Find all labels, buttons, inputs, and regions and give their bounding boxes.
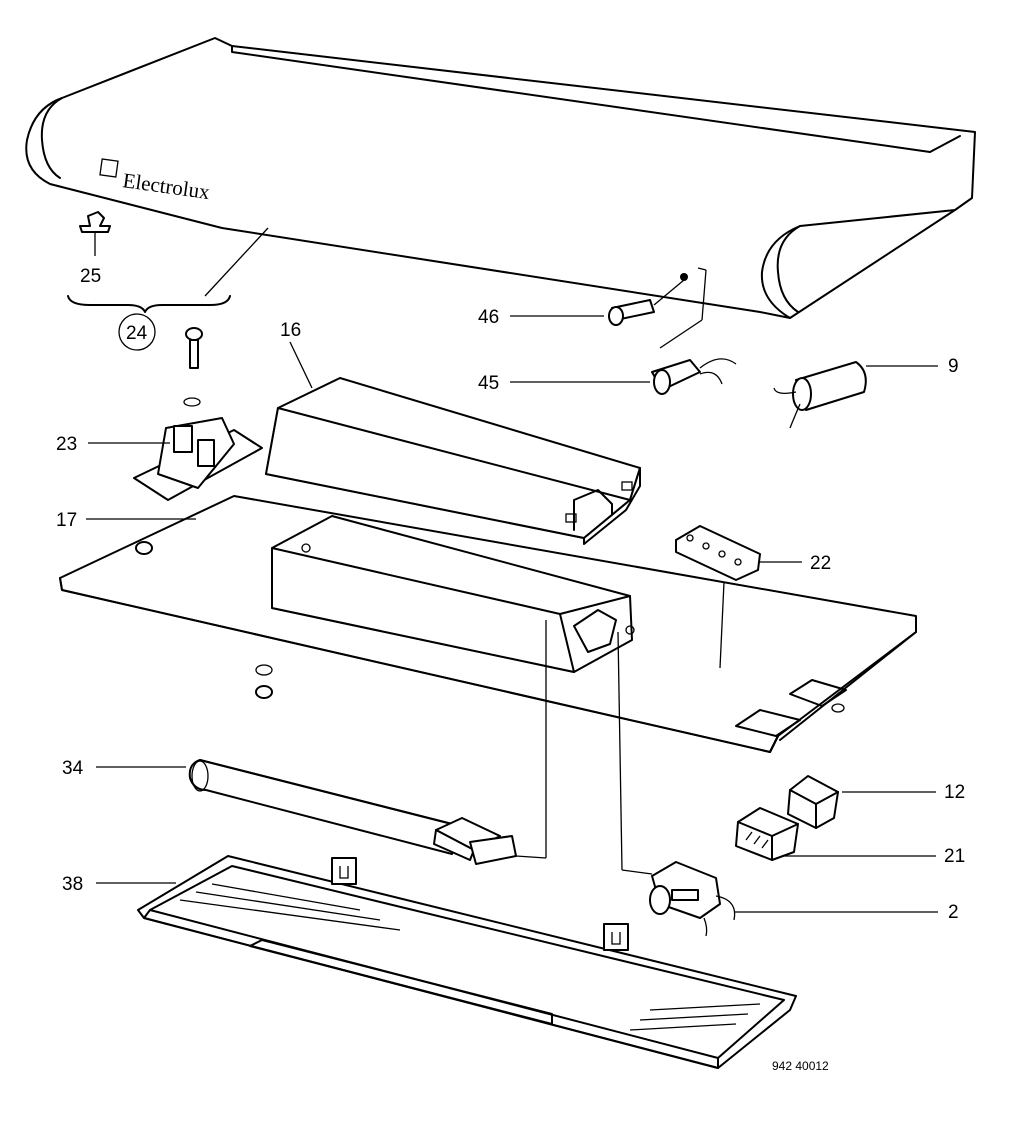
part-38-diffuser [137, 855, 797, 1069]
part-2-socket [617, 631, 736, 937]
part-25-clip [79, 211, 111, 256]
part-23-ballast [133, 327, 263, 501]
callout-23: 23 [56, 434, 77, 455]
part-9-capacitor [773, 361, 867, 429]
callout-25: 25 [80, 266, 101, 287]
document-number: 942 40012 [772, 1059, 829, 1073]
part-12-switch [787, 775, 839, 829]
callout-2: 2 [948, 902, 959, 923]
part-16-cover [265, 377, 641, 545]
part-21-switch [735, 807, 799, 861]
part-22-terminal-block [675, 525, 761, 669]
callout-24: 24 [126, 323, 148, 344]
callout-17: 17 [56, 510, 77, 531]
hood-cover: Electrolux [25, 37, 976, 319]
callout-34: 34 [62, 758, 84, 779]
brand-logo-mark [99, 158, 119, 178]
callout-21: 21 [944, 846, 965, 867]
brace-24 [67, 295, 231, 313]
callout-46: 46 [478, 307, 499, 328]
circle-24 [118, 313, 156, 351]
part-45-holder [651, 267, 737, 395]
part-46-screw [608, 273, 688, 326]
callout-12: 12 [944, 782, 965, 803]
washers [255, 664, 273, 699]
callout-22: 22 [810, 553, 831, 574]
part-17-base-plate [59, 495, 917, 753]
callout-16: 16 [280, 320, 301, 341]
callout-38: 38 [62, 874, 83, 895]
callout-45: 45 [478, 373, 499, 394]
callout-9: 9 [948, 356, 959, 377]
part-34-tube [188, 620, 547, 865]
